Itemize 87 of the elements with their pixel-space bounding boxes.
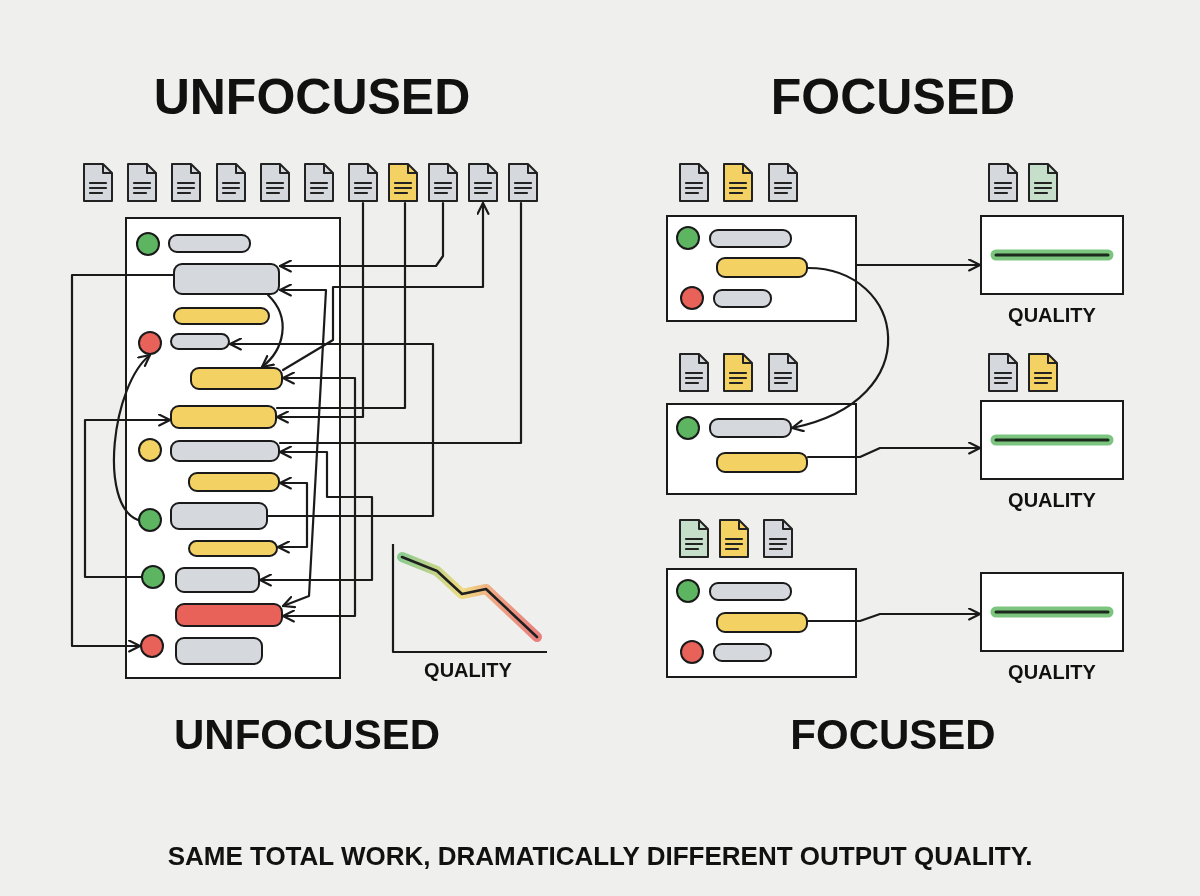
document-icon: [126, 162, 158, 203]
document-icon: [303, 162, 335, 203]
arrow: [855, 258, 982, 272]
arrow: [260, 293, 284, 369]
document-icon: [215, 162, 247, 203]
document-icon: [427, 162, 459, 203]
content-bar: [170, 502, 268, 530]
content-bar: [190, 367, 283, 390]
content-bar: [173, 307, 270, 325]
context-panel: [666, 568, 857, 678]
double-headed-arrow: [258, 445, 374, 587]
content-bar: [170, 440, 280, 462]
document-icon: [387, 162, 419, 203]
status-dot-icon: [141, 565, 165, 589]
document-icon: [1027, 162, 1059, 203]
content-bar: [170, 405, 277, 429]
caption: SAME TOTAL WORK, DRAMATICALLY DIFFERENT OUTPUT QUALITY.: [167, 842, 1033, 871]
content-bar: [175, 637, 263, 665]
document-icon: [678, 352, 710, 393]
content-bar: [716, 612, 808, 633]
content-bar: [168, 234, 251, 253]
document-icon: [722, 352, 754, 393]
document-icon: [722, 162, 754, 203]
arrow: [83, 413, 172, 579]
arrow: [70, 273, 175, 653]
arrow: [275, 201, 365, 424]
document-icon: [762, 518, 794, 559]
status-dot-icon: [676, 579, 700, 603]
quality-label: QUALITY: [1008, 661, 1096, 683]
status-dot-icon: [680, 286, 704, 310]
document-icon: [767, 162, 799, 203]
document-icon: [718, 518, 750, 559]
document-icon: [1027, 352, 1059, 393]
content-bar: [175, 567, 260, 593]
section-heading: UNFOCUSED: [153, 70, 471, 125]
content-bar: [713, 289, 772, 308]
connector-line: [278, 201, 523, 445]
section-heading: FOCUSED: [770, 70, 1016, 125]
status-dot-icon: [136, 232, 160, 256]
status-dot-icon: [676, 416, 700, 440]
status-dot-icon: [138, 508, 162, 532]
arrow: [790, 266, 890, 432]
context-panel: [666, 215, 857, 322]
document-icon: [170, 162, 202, 203]
document-icon: [347, 162, 379, 203]
arrow: [112, 353, 152, 522]
content-bar: [188, 540, 278, 557]
content-bar: [170, 333, 230, 350]
context-panel: [666, 403, 857, 495]
double-headed-arrow: [278, 283, 328, 609]
axis-label: QUALITY: [424, 659, 512, 681]
content-bar: [716, 257, 808, 278]
content-bar: [709, 582, 792, 601]
arrow: [806, 441, 982, 459]
context-panel: [125, 217, 341, 679]
status-dot-icon: [140, 634, 164, 658]
content-bar: [709, 229, 792, 248]
status-dot-icon: [138, 438, 162, 462]
content-bar: [173, 263, 280, 295]
document-icon: [82, 162, 114, 203]
section-label: UNFOCUSED: [174, 712, 440, 759]
document-icon: [987, 352, 1019, 393]
document-icon: [259, 162, 291, 203]
content-bar: [716, 452, 808, 473]
document-icon: [678, 518, 710, 559]
quality-label: QUALITY: [1008, 489, 1096, 511]
arrow: [281, 201, 490, 372]
content-bar: [175, 603, 283, 627]
content-bar: [188, 472, 280, 492]
quality-label: QUALITY: [1008, 304, 1096, 326]
status-dot-icon: [676, 226, 700, 250]
status-dot-icon: [680, 640, 704, 664]
arrow: [228, 337, 435, 518]
document-icon: [987, 162, 1019, 203]
document-icon: [678, 162, 710, 203]
double-headed-arrow: [276, 476, 309, 554]
content-bar: [713, 643, 772, 662]
content-bar: [709, 418, 792, 438]
document-icon: [767, 352, 799, 393]
double-headed-arrow: [281, 371, 357, 623]
document-icon: [507, 162, 539, 203]
document-icon: [467, 162, 499, 203]
arrow: [806, 607, 982, 623]
section-label: FOCUSED: [790, 712, 996, 759]
arrow: [278, 201, 445, 273]
connector-line: [275, 201, 407, 410]
status-dot-icon: [138, 331, 162, 355]
